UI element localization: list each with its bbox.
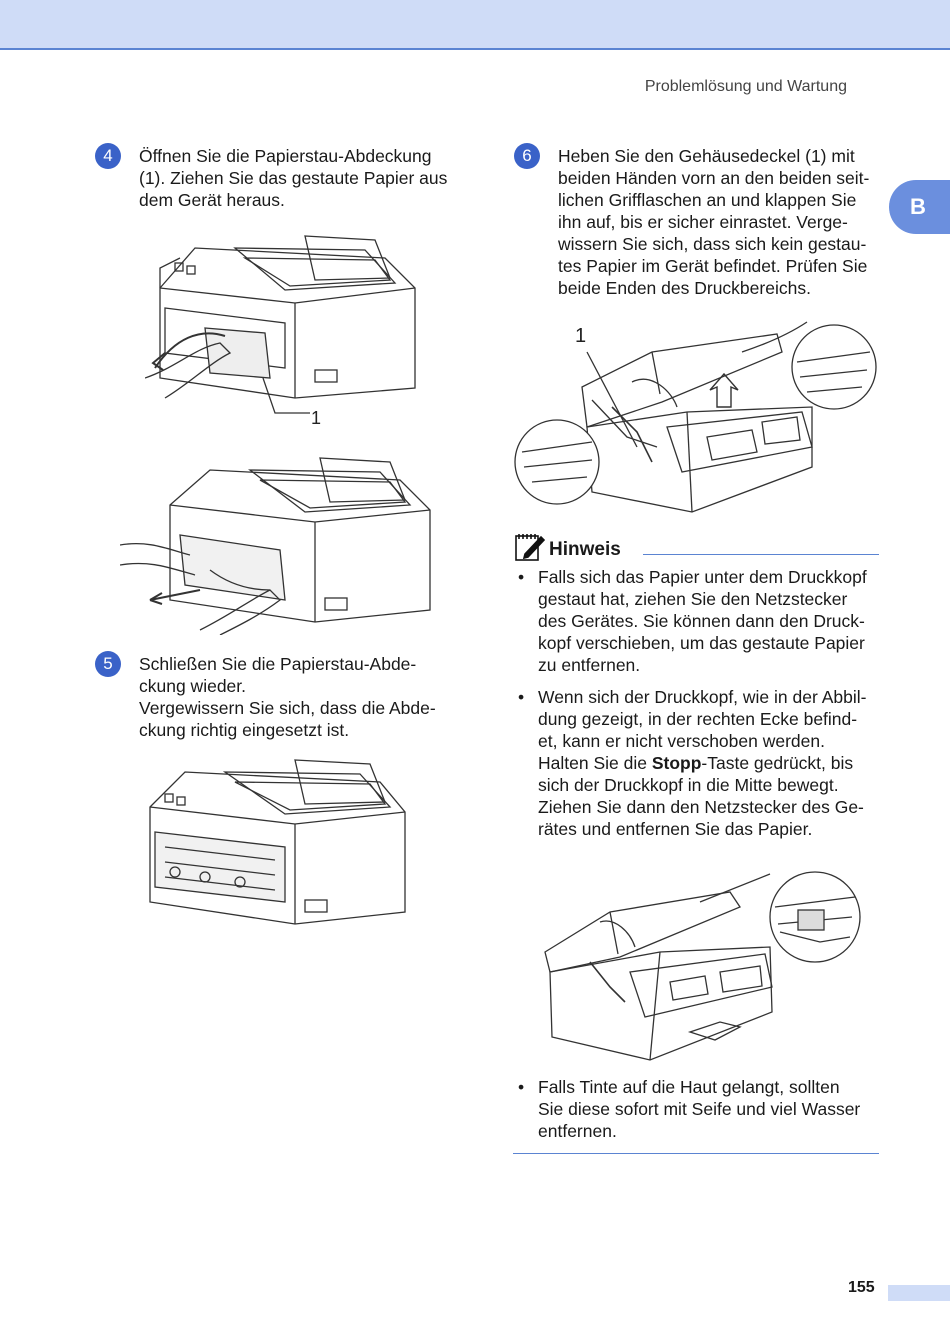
bullet-line: sich der Druckkopf in die Mitte bewegt. [538, 775, 839, 795]
header-title: Problemlösung und Wartung [644, 78, 847, 95]
step-line: beiden Händen vorn an den beiden seit- [558, 168, 870, 188]
step-line: lichen Grifflaschen an und klappen Sie [558, 190, 857, 210]
hinweis-header: Hinweis [513, 532, 879, 562]
bullet-line: gestaut hat, ziehen Sie den Netzstecker [538, 589, 848, 609]
printer-printhead-corner-illustration [544, 871, 861, 1061]
bullet-line: zu entfernen. [538, 655, 641, 675]
hinweis-bullet: • Falls Tinte auf die Haut gelangt, soll… [518, 1076, 880, 1142]
bullet-text: Wenn sich der Druckkopf, wie in der Abbi… [538, 686, 866, 840]
bullet-dot: • [518, 687, 525, 707]
bullet-line: Sie diese sofort mit Seife und viel Wass… [538, 1099, 861, 1119]
callout-label: 1 [311, 408, 321, 428]
step-number: 4 [95, 143, 121, 169]
bullet-line: dung gezeigt, in der rechten Ecke befind… [538, 709, 858, 729]
step-line: Öffnen Sie die Papierstau-Abdeckung [139, 146, 432, 166]
step-number: 5 [95, 651, 121, 677]
top-bar [0, 0, 950, 50]
text-run: Halten Sie die [538, 753, 652, 773]
step-text: Öffnen Sie die Papierstau-Abdeckung (1).… [139, 145, 447, 211]
page-number: 155 [848, 1279, 875, 1296]
step-line: Schließen Sie die Papierstau-Abde- [139, 654, 417, 674]
step-text: Heben Sie den Gehäusedeckel (1) mit beid… [558, 145, 869, 299]
bullet-line: des Gerätes. Sie können dann den Druck- [538, 611, 865, 631]
step-line: tes Papier im Gerät befindet. Prüfen Sie [558, 256, 868, 276]
bullet-line: Ziehen Sie dann den Netzstecker des Ge- [538, 797, 864, 817]
bullet-line: kopf verschieben, um das gestaute Papier [538, 633, 865, 653]
page-number-bar [888, 1285, 950, 1301]
bullet-text: Falls sich das Papier unter dem Druckkop… [538, 566, 867, 676]
bullet-line: Wenn sich der Druckkopf, wie in der Abbi… [538, 687, 867, 707]
printer-paper-removal-illustration [120, 457, 431, 635]
step-line: dem Gerät heraus. [139, 190, 285, 210]
step-number: 6 [514, 143, 540, 169]
step-line: wissern Sie sich, dass sich kein gestau- [558, 234, 867, 254]
bullet-line: rätes und entfernen Sie das Papier. [538, 819, 813, 839]
text-run: -Taste gedrückt, bis [701, 753, 854, 773]
stop-key-label: Stopp [651, 753, 702, 773]
hinweis-end-divider [513, 1153, 879, 1154]
step-line: Vergewissern Sie sich, dass die Abde- [139, 698, 436, 718]
bullet-line: Halten Sie die Stopp-Taste gedrückt, bis [538, 752, 866, 774]
bullet-dot: • [518, 567, 525, 587]
bullet-dot: • [518, 1077, 525, 1097]
step-line: (1). Ziehen Sie das gestaute Papier aus [139, 168, 448, 188]
step-4: 4 Öffnen Sie die Papierstau-Abdeckung (1… [95, 143, 447, 211]
printer-rear-cover-open-illustration: 1 [145, 235, 416, 428]
step-line: beide Enden des Druckbereichs. [558, 278, 811, 298]
hinweis-bullet: • Falls sich das Papier unter dem Druckk… [518, 566, 880, 676]
step-line: Heben Sie den Gehäusedeckel (1) mit [558, 146, 855, 166]
callout-label: 1 [575, 325, 586, 347]
bullet-line: et, kann er nicht verschoben werden. [538, 731, 825, 751]
step-line: ckung wieder. [139, 676, 247, 696]
step-5: 5 Schließen Sie die Papierstau-Abde- cku… [95, 651, 436, 741]
step-line: ihn auf, bis er sicher einrastet. Verge- [558, 212, 848, 232]
bullet-line: Falls sich das Papier unter dem Druckkop… [538, 567, 867, 587]
bullet-text: Falls Tinte auf die Haut gelangt, sollte… [538, 1076, 860, 1142]
printer-rear-cover-closed-illustration [149, 759, 406, 925]
bullet-line: Falls Tinte auf die Haut gelangt, sollte… [538, 1077, 840, 1097]
step-text: Schließen Sie die Papierstau-Abde- ckung… [139, 653, 436, 741]
chapter-tab: B [889, 180, 950, 234]
step-line: ckung richtig eingesetzt ist. [139, 720, 350, 740]
divider [643, 554, 879, 555]
printer-lift-cover-illustration: 1 [514, 321, 877, 513]
hinweis-bullet: • Wenn sich der Druckkopf, wie in der Ab… [518, 686, 880, 840]
hinweis-title: Hinweis [549, 539, 621, 560]
bullet-line: entfernen. [538, 1121, 617, 1141]
step-6: 6 Heben Sie den Gehäusedeckel (1) mit be… [514, 143, 869, 299]
note-pencil-icon [515, 534, 545, 561]
